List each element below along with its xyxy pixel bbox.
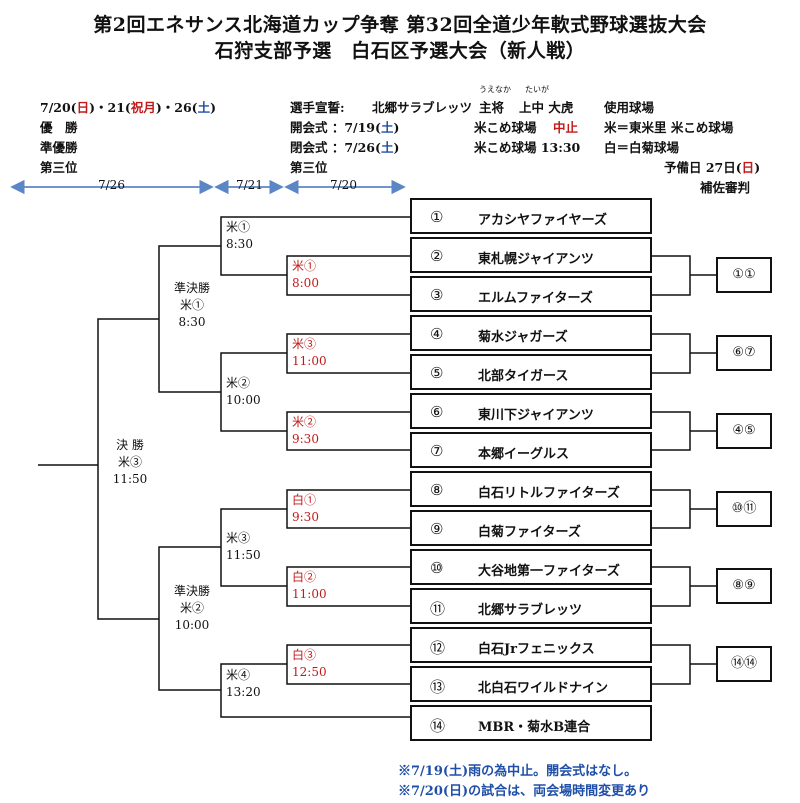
note-rain-cancel: ※7/19(土)雨の為中止。開会式はなし。	[398, 764, 638, 779]
closing-place: 米こめ球場 13:30	[474, 140, 581, 155]
umpire-pair: ⑭⑭	[716, 646, 772, 682]
round-date-qf: 7/21	[236, 178, 263, 192]
closing-ceremony: 閉会式 ：7/26(土)	[290, 140, 400, 155]
opening-place: 米こめ球場	[474, 120, 537, 135]
venue-label: 使用球場	[604, 100, 655, 115]
opening-ceremony: 開会式 ：7/19(土)	[290, 120, 400, 135]
page-title: 第2回エネサンス北海道カップ争奪 第32回全道少年軟式野球選抜大会	[93, 14, 707, 36]
umpire-pair: ⑩⑪	[716, 491, 772, 527]
umpire-pair: ⑧⑨	[716, 568, 772, 604]
furigana-surname: うえなか	[479, 85, 511, 94]
venue-kome: 米＝東米里 米こめ球場	[604, 120, 734, 135]
note-time-change: ※7/20(日)の試合は、両会場時間変更あり	[398, 784, 651, 799]
result-winner: 優 勝	[40, 120, 78, 135]
round-date-final: 7/26	[98, 178, 125, 192]
umpire-pair: ①①	[716, 257, 772, 293]
oath-label: 選手宣誓:	[290, 100, 345, 115]
assistant-umpire-label: 補佐審判	[700, 180, 751, 195]
furigana-given: たいが	[525, 85, 549, 94]
tournament-dates: 7/20(日)・21(祝月)・26(土)	[40, 100, 217, 115]
umpire-pair: ④⑤	[716, 413, 772, 449]
result-runner-up: 準優勝	[40, 140, 78, 155]
opening-status: 中止	[553, 120, 579, 135]
third-place-label: 第三位	[290, 160, 328, 175]
oath-role: 主将	[479, 100, 505, 115]
page-subtitle: 石狩支部予選 白石区予選大会（新人戦）	[214, 40, 586, 62]
umpire-pair: ⑥⑦	[716, 335, 772, 371]
oath-name: 上中 大虎	[519, 100, 574, 115]
reserve-day: 予備日 27日(日)	[664, 160, 761, 175]
venue-shiro: 白＝白菊球場	[604, 140, 680, 155]
oath-team: 北郷サラブレッツ	[372, 100, 473, 115]
result-third: 第三位	[40, 160, 78, 175]
round-date-r1: 7/20	[330, 178, 357, 192]
